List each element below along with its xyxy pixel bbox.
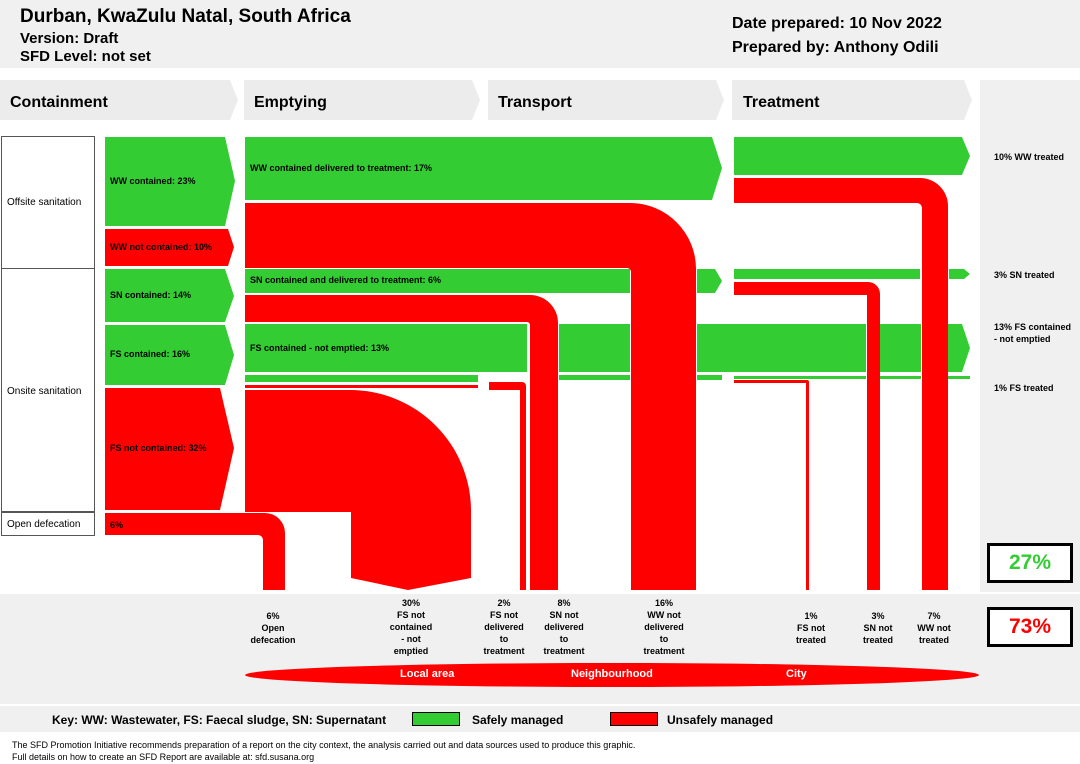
sn-delivered-label: SN contained and delivered to treatment:… [250, 275, 442, 285]
sn-not-treated-bottom-label: 3% SN not treated [862, 611, 893, 645]
ww-contained-block [105, 137, 235, 226]
sn-delivered-flow [245, 269, 630, 293]
fs-not-treated-flow [734, 380, 809, 590]
stage-transport-label: Transport [498, 94, 572, 111]
safe-swatch [412, 712, 460, 726]
footer-line-1: The SFD Promotion Initiative recommends … [12, 740, 636, 750]
fs-not-contained-flow [245, 390, 471, 590]
area-city: City [786, 668, 807, 680]
ww-delivered-flow [245, 137, 722, 200]
category-onsite-label: Onsite sanitation [7, 386, 82, 397]
fs-not-emptied-flow-3 [697, 324, 866, 372]
category-offsite: Offsite sanitation [1, 136, 95, 269]
stage-treatment-label: Treatment [743, 94, 820, 111]
sn-not-delivered-bottom-label: 8% SN not delivered to treatment [543, 598, 585, 656]
stage-containment-label: Containment [10, 94, 108, 111]
fs-treated-flow-3 [948, 376, 970, 379]
fs-treated-flow [734, 376, 866, 379]
ww-treated-outcome: 10% WW treated [994, 152, 1065, 162]
ww-not-contained-block [105, 229, 234, 266]
area-ellipse [245, 663, 979, 687]
fs-not-treated-bottom-label: 1% FS not treated [795, 611, 826, 645]
footer-line-2: Full details on how to create an SFD Rep… [12, 752, 315, 762]
od-bottom-label: 6% Open defecation [250, 611, 296, 645]
ww-not-contained-label: WW not contained: 10% [110, 242, 212, 252]
category-onsite: Onsite sanitation [1, 268, 95, 512]
unsafe-key-label: Unsafely managed [667, 713, 774, 727]
ww-not-treated-flow [734, 178, 948, 590]
sn-treated-flow [734, 269, 920, 279]
fs-treated-outcome: 1% FS treated [994, 383, 1054, 393]
open-defecation-flow [105, 513, 285, 590]
stage-transport [488, 80, 724, 120]
ww-delivered-label: WW contained delivered to treatment: 17% [250, 163, 433, 173]
sfd-level-label: SFD Level: not set [20, 48, 151, 65]
fs-delivered-flow-2 [559, 375, 630, 380]
category-open-defecation-label: Open defecation [7, 519, 81, 530]
stage-containment [0, 80, 238, 120]
fs-not-emptied-label: FS contained - not emptied: 13% [250, 343, 390, 353]
fs-not-emptied-flow-4 [880, 324, 921, 372]
unsafe-swatch [610, 712, 658, 726]
fs-not-emptied-flow-2 [559, 324, 630, 372]
ww-not-delivered-flow [245, 203, 696, 590]
fs-not-contained-label: FS not contained: 32% [110, 443, 207, 453]
stage-emptying-label: Emptying [254, 94, 327, 111]
ww-not-treated-bottom-label: 7% WW not treated [917, 611, 951, 645]
fs-delivered-flow-3 [697, 375, 722, 380]
key-text: Key: WW: Wastewater, FS: Faecal sludge, … [52, 713, 387, 727]
fs-contained-block [105, 325, 234, 385]
outcome-panel [980, 80, 1080, 592]
sn-delivered-flow-2 [697, 269, 722, 293]
fs-not-emptied-flow [245, 324, 527, 372]
open-defecation-label: 6% [110, 520, 124, 530]
sn-treated-outcome: 3% SN treated [994, 270, 1055, 280]
fs-delivered-flow [245, 375, 478, 382]
area-local: Local area [400, 668, 455, 680]
city-title: Durban, KwaZulu Natal, South Africa [20, 6, 351, 27]
category-open-defecation: Open defecation [1, 512, 95, 536]
stage-emptying [244, 80, 480, 120]
key-band [0, 706, 1080, 732]
fs-treated-flow-2 [880, 376, 921, 379]
fs-not-emptied-flow-5 [948, 324, 970, 372]
safe-key-label: Safely managed [472, 713, 564, 727]
fs-contained-label: FS contained: 16% [110, 349, 191, 359]
sn-contained-block [105, 269, 234, 322]
stage-treatment [732, 80, 972, 120]
fs-not-delivered-bottom-label: 2% FS not delivered to treatment [483, 598, 525, 656]
date-prepared: Date prepared: 10 Nov 2022 [732, 15, 942, 32]
fs-not-delivered-flow [245, 385, 478, 388]
prepared-by: Prepared by: Anthony Odili [732, 39, 939, 56]
header-band [0, 0, 1080, 68]
fs-not-emptied-outcome: 13% FS contained - not emptied [994, 322, 1072, 344]
sn-contained-label: SN contained: 14% [110, 290, 192, 300]
fs-not-delivered-flow-2 [489, 382, 526, 590]
ww-not-delivered-bottom-label: 16% WW not delivered to treatment [643, 598, 685, 656]
category-offsite-label: Offsite sanitation [7, 197, 82, 208]
unsafe-total: 73% [987, 607, 1073, 647]
sn-treated-flow-2 [949, 269, 970, 279]
area-neighbourhood: Neighbourhood [571, 668, 653, 680]
fs-not-contained-bottom-label: 30% FS not contained - not emptied [389, 598, 433, 656]
ww-contained-label: WW contained: 23% [110, 176, 196, 186]
fs-not-contained-block [105, 388, 234, 510]
ww-treated-flow [734, 137, 970, 175]
safe-total: 27% [987, 543, 1073, 583]
version-label: Version: Draft [20, 30, 119, 47]
flow-diagram [105, 137, 970, 590]
